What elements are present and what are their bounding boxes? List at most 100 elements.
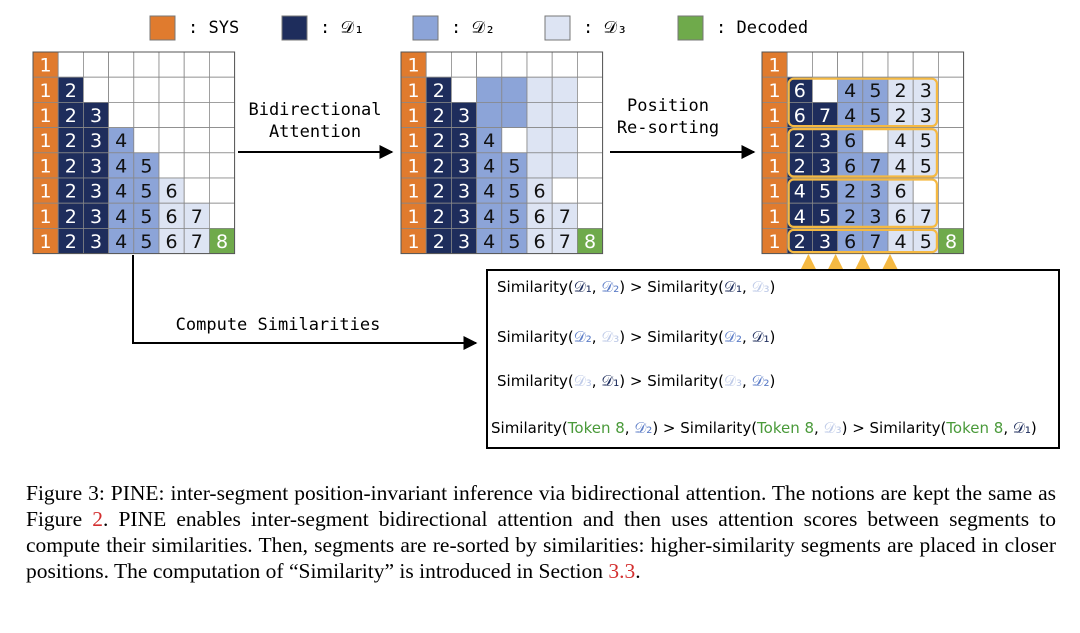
matrix-cell-label: 1 bbox=[408, 155, 420, 177]
matrix-cell bbox=[425, 127, 452, 154]
caption-text-1: Figure 3: PINE: inter-segment position-i… bbox=[26, 481, 1056, 531]
matrix-cell-label: 2 bbox=[844, 181, 856, 203]
matrix-cell-label: 7 bbox=[191, 231, 203, 253]
matrix-cell bbox=[158, 202, 185, 229]
matrix-cell bbox=[862, 102, 889, 129]
matrix-cell bbox=[183, 102, 210, 129]
similarity-text: ) bbox=[1031, 419, 1037, 437]
matrix-cell-label: 5 bbox=[140, 206, 152, 228]
matrix-cell-label: 3 bbox=[819, 130, 831, 152]
matrix-cell-label: 3 bbox=[90, 105, 102, 127]
legend-label: : 𝒟₂ bbox=[451, 18, 495, 38]
matrix-cell-label: 2 bbox=[794, 155, 806, 177]
matrix-cell-label: 3 bbox=[458, 155, 470, 177]
similarity-box: Similarity(𝒟₁, 𝒟₂) > Similarity(𝒟₁, 𝒟₃)S… bbox=[486, 269, 1060, 449]
matrix-cell bbox=[450, 51, 477, 78]
matrix-cell bbox=[577, 127, 604, 154]
matrix-cell bbox=[476, 76, 503, 103]
matrix-cell bbox=[108, 177, 135, 204]
matrix-cell-label: 2 bbox=[433, 206, 445, 228]
matrix-cell-label: 1 bbox=[769, 181, 781, 203]
matrix-cell bbox=[425, 76, 452, 103]
caption-text-3: . bbox=[635, 559, 641, 583]
matrix-cell bbox=[108, 51, 135, 78]
matrix-cell-label: 1 bbox=[408, 181, 420, 203]
matrix-cell bbox=[577, 76, 604, 103]
legend-label: : SYS bbox=[188, 18, 239, 38]
figure-reference-link[interactable]: 2 bbox=[92, 507, 103, 531]
matrix-cell bbox=[551, 152, 578, 179]
matrix-cell-label: 6 bbox=[534, 181, 546, 203]
matrix-cell-label: 2 bbox=[433, 155, 445, 177]
segment-label: 𝒟₁ bbox=[601, 372, 619, 390]
matrix-cell bbox=[501, 102, 528, 129]
matrix-cell bbox=[32, 76, 59, 103]
matrix-cell-label: 3 bbox=[90, 231, 102, 253]
matrix-border bbox=[400, 51, 604, 255]
matrix-cell bbox=[425, 177, 452, 204]
matrix-cell-label: 6 bbox=[844, 155, 856, 177]
matrix-cell bbox=[425, 227, 452, 254]
bidirectional-attention-label: Attention bbox=[269, 122, 361, 142]
matrix-cell-label: 7 bbox=[869, 231, 881, 253]
matrix-cell bbox=[938, 51, 965, 78]
matrix-cell-label: 1 bbox=[769, 231, 781, 253]
similarity-text: ) bbox=[770, 278, 776, 296]
matrix-cell bbox=[761, 102, 788, 129]
section-reference-link[interactable]: 3.3 bbox=[608, 559, 636, 583]
matrix-cell-label: 3 bbox=[869, 181, 881, 203]
matrix-cell bbox=[400, 102, 427, 129]
matrix-cell bbox=[887, 76, 914, 103]
matrix-cell bbox=[108, 152, 135, 179]
matrix-cell bbox=[551, 76, 578, 103]
matrix-cell-label: 2 bbox=[433, 130, 445, 152]
matrix-cell-label: 4 bbox=[844, 80, 856, 102]
matrix-cell bbox=[912, 51, 939, 78]
matrix-cell-label: 6 bbox=[895, 206, 907, 228]
matrix-cell bbox=[812, 152, 839, 179]
matrix-cell bbox=[551, 51, 578, 78]
matrix-cell-label: 4 bbox=[115, 181, 127, 203]
resort-highlight-box bbox=[787, 178, 939, 229]
matrix-cell bbox=[476, 102, 503, 129]
matrix-cell-label: 8 bbox=[216, 231, 228, 253]
matrix-cell bbox=[83, 227, 110, 254]
similarity-statement: Similarity(𝒟₃, 𝒟₁) > Similarity(𝒟₃, 𝒟₂) bbox=[497, 372, 775, 390]
matrix-cell-label: 7 bbox=[191, 206, 203, 228]
matrix-cell-label: 4 bbox=[895, 155, 907, 177]
position-resorting-label: Position bbox=[627, 96, 709, 116]
matrix-cell bbox=[837, 227, 864, 254]
similarity-text: Similarity( bbox=[497, 328, 574, 346]
matrix-cell bbox=[938, 102, 965, 129]
matrix-cell bbox=[812, 51, 839, 78]
matrix-cell bbox=[450, 202, 477, 229]
position-resorting-label: Re-sorting bbox=[617, 118, 719, 138]
matrix-cell bbox=[57, 177, 84, 204]
segment-label: 𝒟₂ bbox=[724, 328, 742, 346]
matrix-cell-label: 5 bbox=[819, 181, 831, 203]
matrix-cell bbox=[133, 76, 160, 103]
matrix-cell bbox=[812, 102, 839, 129]
matrix-cell-label: 6 bbox=[844, 130, 856, 152]
matrix-cell-label: 6 bbox=[166, 181, 178, 203]
matrix-cell-label: 8 bbox=[945, 231, 957, 253]
matrix-cell bbox=[501, 76, 528, 103]
compute-similarities-arrow bbox=[132, 255, 478, 350]
figure-caption: Figure 3: PINE: inter-segment position-i… bbox=[26, 480, 1056, 584]
matrix-cell-label: 2 bbox=[433, 105, 445, 127]
matrix-cell bbox=[57, 202, 84, 229]
matrix-cell bbox=[501, 177, 528, 204]
matrix-cell bbox=[938, 152, 965, 179]
segment-label: 𝒟₁ bbox=[724, 278, 742, 296]
matrix-cell-label: 1 bbox=[769, 155, 781, 177]
matrix-cell bbox=[862, 127, 889, 154]
similarity-text: , bbox=[592, 278, 602, 296]
matrix-cell-label: 1 bbox=[40, 80, 52, 102]
matrix-cell-label: 2 bbox=[433, 181, 445, 203]
matrix-cell-label: 2 bbox=[844, 206, 856, 228]
matrix-cell-label: 3 bbox=[458, 105, 470, 127]
matrix-cell bbox=[551, 177, 578, 204]
